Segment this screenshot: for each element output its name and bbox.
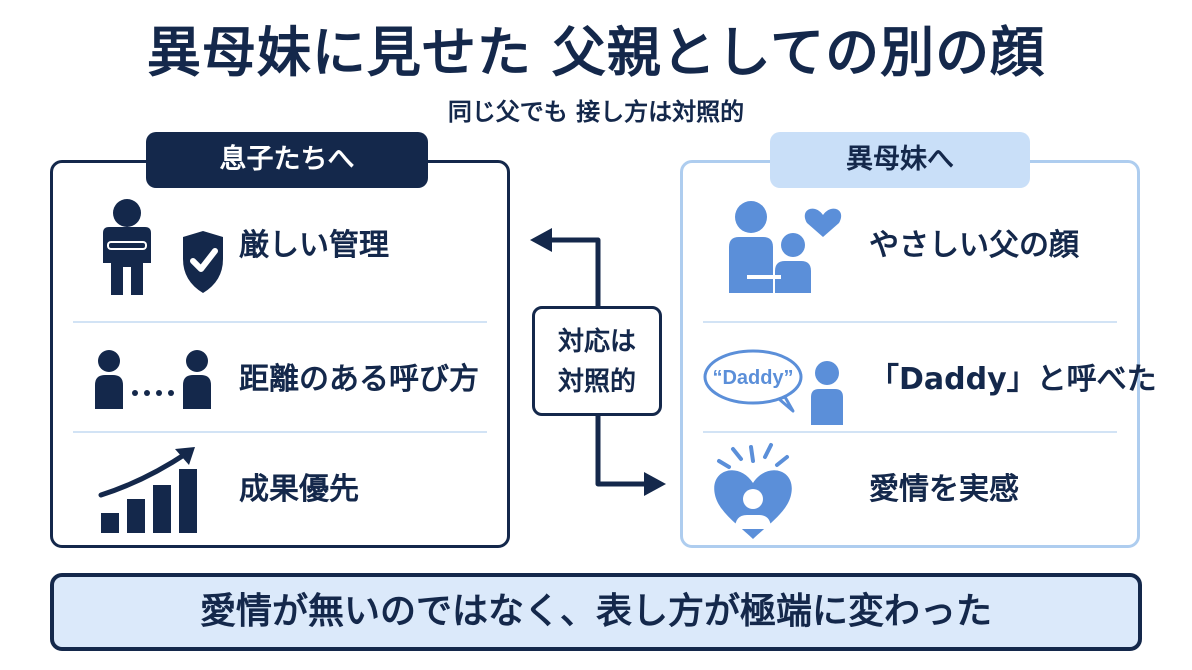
conclusion-banner: 愛情が無いのではなく、表し方が極端に変わった: [50, 573, 1142, 651]
divider: [73, 431, 487, 433]
page-title: 異母妹に見せた 父親としての別の顔: [146, 21, 1046, 84]
arrowhead-right: [644, 472, 666, 496]
speech-bubble-person-icon: “Daddy”: [703, 349, 843, 425]
item-label: 成果優先: [239, 472, 359, 507]
page-subtitle: 同じ父でも 接し方は対照的: [447, 98, 745, 126]
divider: [703, 431, 1117, 433]
list-item: 成果優先: [53, 435, 507, 545]
list-item: 距離のある呼び方: [53, 325, 507, 435]
distance-people-icon: [95, 350, 211, 409]
sons-tag: 息子たちへ: [146, 132, 428, 188]
list-item: “Daddy” 「Daddy」と呼べた: [683, 325, 1157, 435]
parent-child-heart-icon: [729, 201, 842, 293]
item-label: 距離のある呼び方: [239, 362, 479, 397]
strict-guardian-icon: [103, 199, 223, 295]
list-item: 厳しい管理: [53, 191, 507, 301]
arrowhead-left: [530, 228, 552, 252]
half-sister-panel: やさしい父の顔 “Daddy” 「Daddy」と呼べた 愛情を実感: [680, 160, 1157, 548]
half-sister-tag: 異母妹へ: [770, 132, 1030, 188]
contrast-line-2: 対照的: [557, 367, 636, 397]
heart-person-icon: [714, 443, 792, 539]
item-label: 厳しい管理: [239, 228, 389, 263]
contrast-line-1: 対応は: [557, 327, 636, 357]
item-label: 「Daddy」と呼べた: [869, 362, 1157, 397]
contrast-box: 対応は 対照的: [532, 306, 662, 416]
item-label: 愛情を実感: [869, 472, 1019, 507]
bubble-text: “Daddy”: [712, 367, 793, 389]
divider: [73, 321, 487, 323]
sons-panel: 厳しい管理 距離のある呼び方 成果優先: [50, 160, 510, 548]
list-item: やさしい父の顔: [683, 191, 1137, 301]
growth-chart-icon: [98, 447, 197, 533]
divider: [703, 321, 1117, 323]
item-label: やさしい父の顔: [869, 228, 1079, 263]
list-item: 愛情を実感: [683, 435, 1137, 545]
arrow-to-left: [548, 237, 601, 306]
arrow-to-right: [595, 416, 648, 487]
